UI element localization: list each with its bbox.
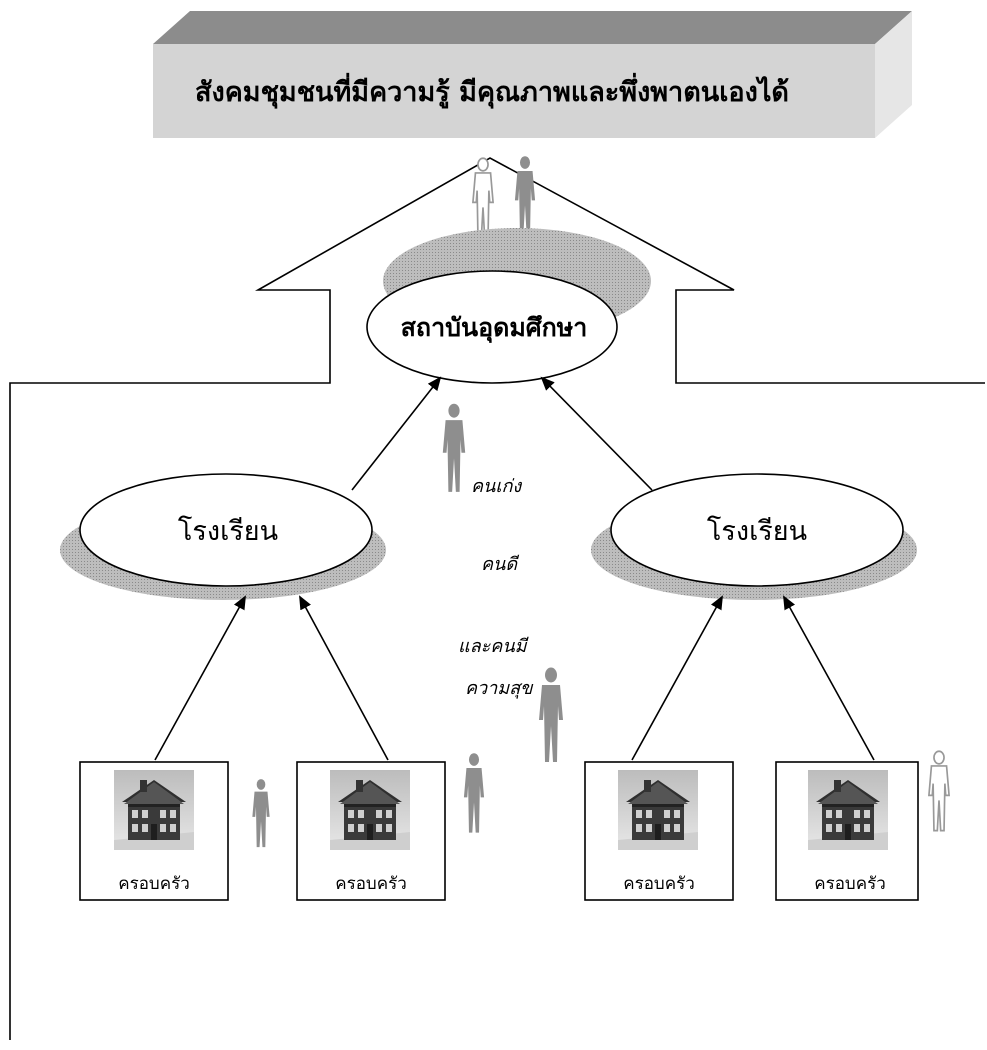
school-label-right: โรงเรียน xyxy=(707,516,807,547)
banner-text: สังคมชุมชนที่มีความรู้ มีคุณภาพและพึ่งพา… xyxy=(195,72,789,109)
family-label: ครอบครัว xyxy=(623,874,695,894)
house-icon xyxy=(330,770,410,850)
family-box-2: ครอบครัว xyxy=(296,761,446,901)
school-ellipse xyxy=(610,473,904,587)
person-silhouette-icon xyxy=(514,156,536,236)
house-icon xyxy=(808,770,888,850)
family-box-1: ครอบครัว xyxy=(79,761,229,901)
quality-happiness: ความสุข xyxy=(465,678,534,699)
people-top xyxy=(472,156,536,239)
banner-front-face xyxy=(153,44,875,138)
arrow-school-right-to-university xyxy=(540,376,653,491)
person-silhouette-icon xyxy=(442,403,466,492)
person-silhouette-icon xyxy=(252,779,270,848)
banner-side-face xyxy=(875,11,912,138)
family-box-3: ครอบครัว xyxy=(584,761,734,901)
school-label-left: โรงเรียน xyxy=(178,516,278,547)
person-silhouette-icon xyxy=(539,667,563,762)
school-ellipse xyxy=(79,473,373,587)
house-icon xyxy=(114,770,194,850)
school-node-right: โรงเรียน xyxy=(591,473,917,600)
person-outline-icon xyxy=(472,157,494,239)
family-label: ครอบครัว xyxy=(118,874,190,894)
family-label: ครอบครัว xyxy=(814,874,886,894)
connector-arrows xyxy=(154,376,875,761)
community-arrow-outline xyxy=(9,157,985,1040)
arrow-family3-to-school xyxy=(631,595,723,761)
arrow-family4-to-school xyxy=(783,595,875,761)
top-banner: สังคมชุมชนที่มีความรู้ มีคุณภาพและพึ่งพา… xyxy=(153,11,912,138)
school-node-left: โรงเรียน xyxy=(60,473,386,600)
banner-top-face xyxy=(153,11,912,44)
quality-and-happy: และคนมี xyxy=(458,636,530,657)
arrow-school-left-to-university xyxy=(351,376,442,491)
house-icon xyxy=(618,770,698,850)
university-ellipse xyxy=(366,270,618,384)
quality-good: คนดี xyxy=(481,554,520,575)
person-outline-icon xyxy=(927,750,951,832)
person-silhouette-icon xyxy=(463,753,485,833)
quality-smart: คนเก่ง xyxy=(471,476,522,497)
arrow-family2-to-school xyxy=(299,595,389,761)
university-node: สถาบันอุดมศึกษา xyxy=(366,228,651,384)
family-box-4: ครอบครัว xyxy=(775,761,919,901)
arrow-family1-to-school xyxy=(154,595,246,761)
university-label: สถาบันอุดมศึกษา xyxy=(401,313,588,344)
family-label: ครอบครัว xyxy=(335,874,407,894)
